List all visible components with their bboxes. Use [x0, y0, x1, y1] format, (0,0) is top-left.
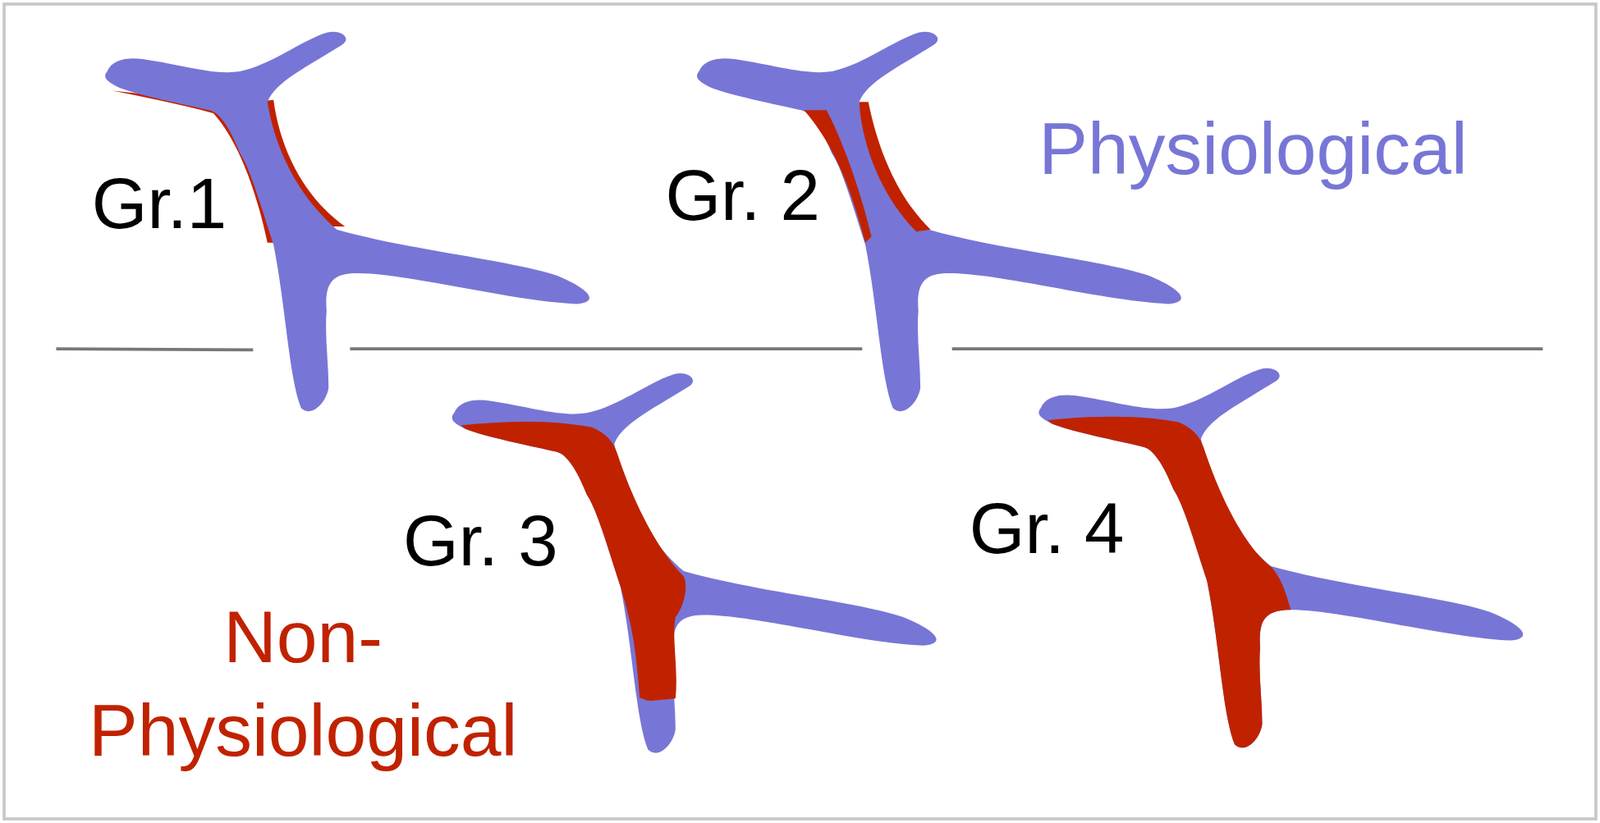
grade-label: Gr. 4: [969, 492, 1125, 564]
divider-line: [349, 347, 862, 351]
grade-label: Gr. 3: [403, 504, 559, 577]
divider-line: [952, 347, 1544, 351]
group-heading: Non- Physiological: [63, 590, 543, 779]
grade-label: Gr. 2: [664, 159, 821, 231]
group-heading: Physiological: [1038, 112, 1468, 187]
reflux-region: [1048, 417, 1292, 749]
grade-label: Gr.1: [91, 167, 227, 239]
reflux-band: [859, 101, 931, 232]
divider-line: [55, 348, 253, 350]
frame: [4, 4, 1596, 820]
